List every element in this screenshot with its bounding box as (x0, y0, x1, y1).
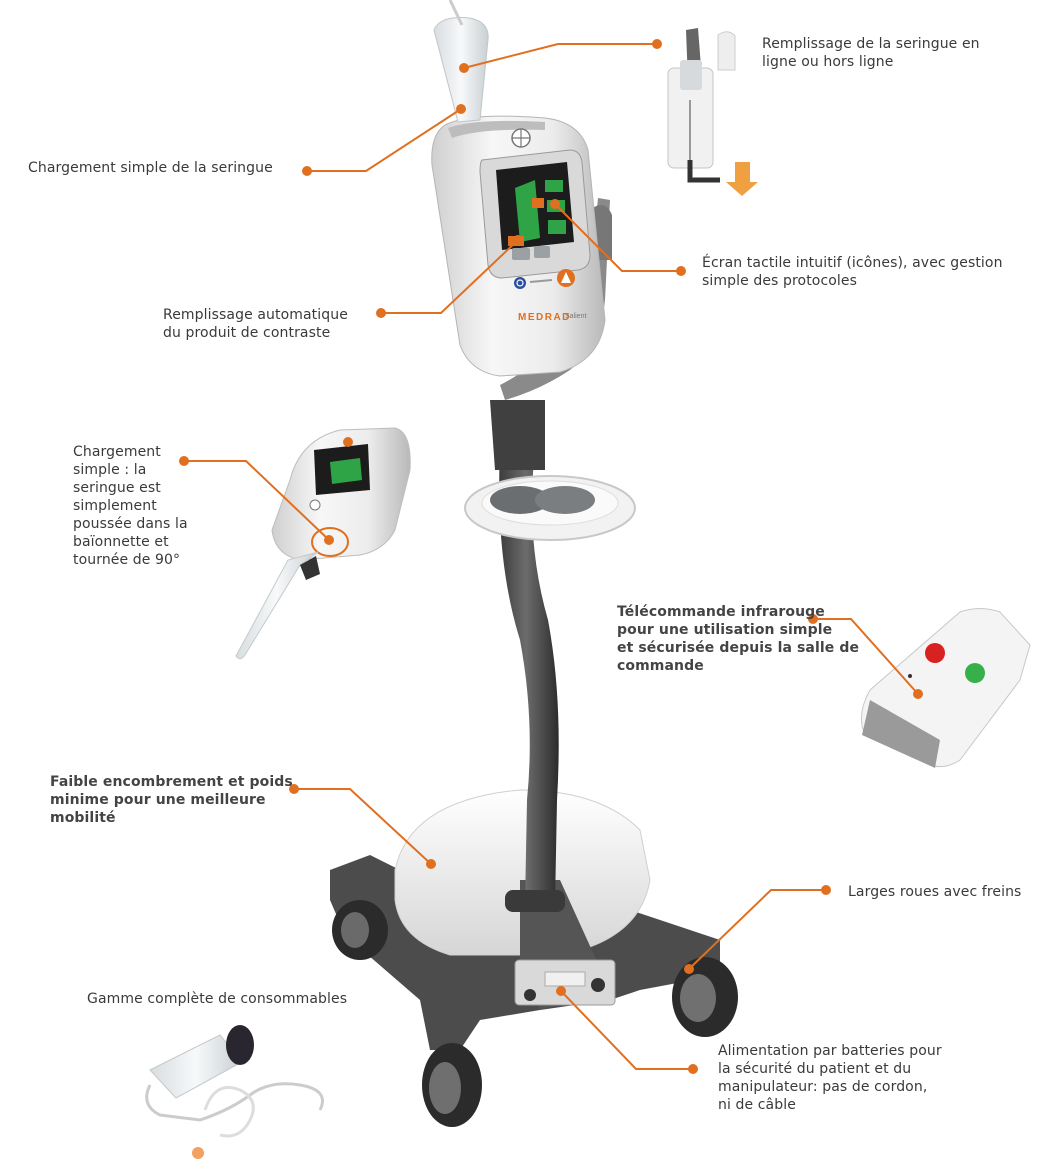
callout-dot (289, 784, 299, 794)
callout-dot (913, 689, 923, 699)
mini-syringe (235, 551, 319, 660)
panel-label (544, 971, 586, 987)
injector-head: MEDRAD Salient (431, 0, 606, 377)
callout-dot (808, 614, 818, 624)
filling-crank (687, 160, 720, 183)
head-button[interactable] (512, 248, 530, 260)
head-top-lip (448, 120, 545, 138)
callout-line-seringue (463, 43, 657, 69)
head-handle (590, 205, 612, 260)
callout-lines (184, 43, 919, 1070)
panel-connector-left (524, 989, 536, 1001)
screen-highlight (532, 198, 544, 208)
tray-cup-left (490, 486, 550, 514)
callout-chargement-baionnette: Chargement simple : la seringue est simp… (73, 444, 188, 568)
mini-syringe-cap (300, 556, 320, 580)
remote-red-button (925, 643, 945, 663)
tray-group (464, 475, 636, 541)
mini-indicator (343, 437, 353, 447)
bayer-logo-icon (511, 128, 531, 148)
callout-dot (684, 964, 694, 974)
pole-foot (505, 890, 565, 912)
warning-icon[interactable] (557, 269, 575, 287)
callout-dot (426, 859, 436, 869)
callout-dot (179, 456, 189, 466)
brand-name: MEDRAD (518, 312, 571, 323)
callout-encombrement: Faible encombrement et poids minime pour… (50, 774, 293, 826)
callout-line-encombrement (294, 788, 432, 865)
stand-neck (490, 400, 545, 470)
callout-line-batteries (560, 990, 693, 1070)
rotation-arrow-icon (311, 527, 349, 557)
down-arrow-icon (726, 162, 758, 196)
power-icon[interactable] (514, 277, 526, 289)
callout-line-remplissage (381, 239, 519, 314)
remote-led (908, 674, 912, 678)
callout-dot (456, 104, 466, 114)
consumable-plunger (226, 1025, 254, 1065)
callout-dot (324, 535, 334, 545)
filling-bottle (717, 31, 736, 71)
callout-dot (821, 885, 831, 895)
callout-batteries: Alimentation par batteries pour la sécur… (718, 1043, 942, 1113)
consumable-coil (203, 1086, 255, 1138)
callout-line-baionnette (184, 460, 330, 541)
syringe-filling-illustration (667, 28, 758, 196)
callout-dot (459, 63, 469, 73)
wheel-hub (341, 912, 369, 948)
consumable-tube (145, 1082, 324, 1122)
callout-roues: Larges roues avec freins (848, 884, 1022, 900)
callout-dot (302, 166, 312, 176)
panel-connector-right (591, 978, 605, 992)
screen-syringe-graphic (515, 180, 540, 242)
callout-dot (676, 266, 686, 276)
callout-dot (550, 199, 560, 209)
screen-tile (545, 180, 563, 192)
callout-dot (556, 986, 566, 996)
callout-dot (376, 308, 386, 318)
callout-ecran-tactile: Écran tactile intuitif (icônes), avec ge… (702, 255, 1003, 289)
callout-line-telecommande (813, 618, 919, 695)
base-group (330, 789, 738, 1127)
callout-line-chargement (307, 108, 462, 172)
remote-control-illustration (860, 608, 1031, 768)
base-cover (394, 789, 651, 956)
callout-chargement-simple: Chargement simple de la seringue (28, 160, 273, 176)
stand-pole (499, 450, 559, 905)
consumable-connector (192, 1147, 204, 1159)
mini-head-body (271, 427, 411, 561)
filling-barrel (680, 60, 702, 90)
tray-cup-right (535, 486, 595, 514)
consumables-illustration (145, 1025, 324, 1159)
callout-dot (688, 1064, 698, 1074)
wheel-hub (680, 974, 716, 1022)
callout-line-roues (688, 889, 826, 970)
callout-dot (652, 39, 662, 49)
callout-telecommande: Télécommande infrarouge pour une utilisa… (617, 604, 860, 674)
callout-line-ecran (554, 203, 681, 272)
callout-remplissage-auto: Remplissage automatique du produit de co… (163, 307, 348, 341)
screen-tile (548, 220, 566, 234)
head-button[interactable] (534, 246, 550, 258)
callout-dots (179, 39, 923, 1074)
wheel-hub (429, 1062, 461, 1114)
status-bar (529, 279, 553, 283)
remote-green-button (965, 663, 985, 683)
callout-dot (513, 235, 523, 245)
syringe-tube (448, 0, 464, 26)
callout-seringue-remplissage: Remplissage de la seringue en ligne ou h… (762, 36, 980, 70)
model-name: Salient (565, 313, 586, 320)
callout-consommables: Gamme complète de consommables (87, 991, 348, 1007)
mini-screen-graphic (330, 458, 362, 484)
remote-sensor (862, 700, 940, 768)
mini-bayer-logo-icon (309, 499, 321, 511)
bayonet-illustration (235, 427, 411, 660)
